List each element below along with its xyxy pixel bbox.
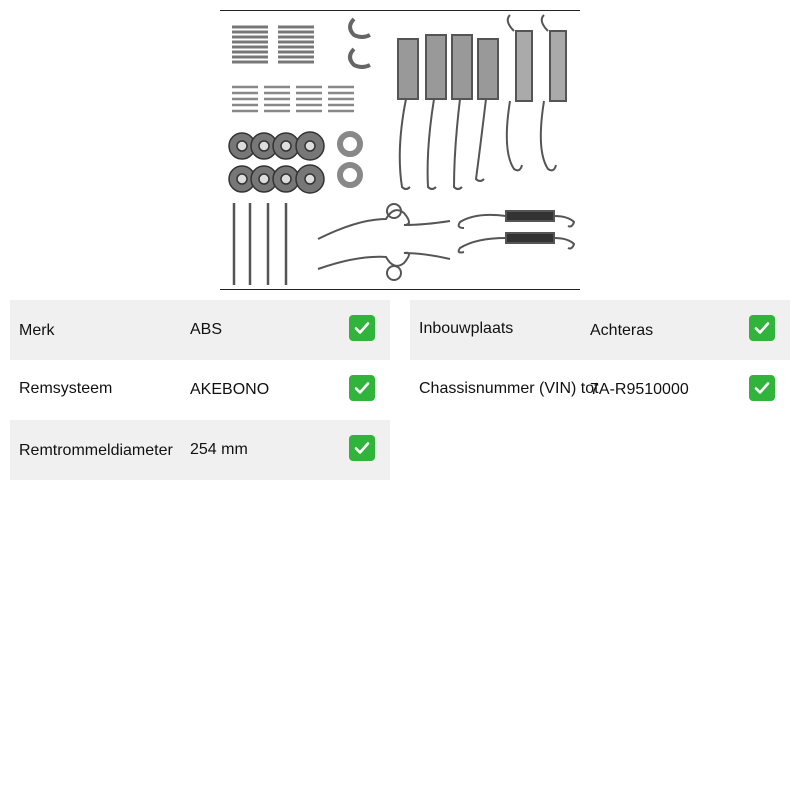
small-spring-icon — [232, 85, 354, 113]
check-mark-button-icon — [349, 435, 375, 461]
check-mark-button-icon — [749, 375, 775, 401]
spec-value: 254 mm — [190, 441, 248, 458]
spec-value: Achteras — [590, 322, 654, 339]
spec-label: Remtrommeldiameter — [19, 442, 173, 459]
spec-label: Merk — [19, 322, 55, 339]
compression-spring-icon — [232, 25, 314, 64]
spec-label: Remsysteem — [19, 380, 113, 397]
washer-icon — [337, 131, 363, 188]
check-mark-button-icon — [349, 315, 375, 341]
spring-cup-icon — [228, 131, 325, 194]
spec-label: Chassisnummer (VIN) tot — [419, 380, 599, 397]
hold-down-pin-icon — [232, 203, 288, 285]
spec-value: AKEBONO — [190, 381, 270, 398]
check-mark-button-icon — [749, 315, 775, 341]
spec-row-remtrommeldiameter: Remtrommeldiameter 254 mm — [10, 420, 390, 480]
lever-spring-icon — [317, 203, 451, 281]
small-tension-spring-icon — [457, 210, 576, 254]
spec-row-merk: Merk ABS — [10, 300, 390, 360]
product-image — [220, 10, 580, 290]
clip-icon — [348, 17, 371, 69]
spec-row-chassisnummer: Chassisnummer (VIN) tot 7A-R9510000 — [410, 360, 790, 420]
tension-spring-icon — [397, 14, 567, 190]
check-mark-button-icon — [349, 375, 375, 401]
spec-value: 7A-R9510000 — [590, 381, 689, 398]
spec-row-remsysteem: Remsysteem AKEBONO — [10, 360, 390, 420]
spec-row-inbouwplaats: Inbouwplaats Achteras — [410, 300, 790, 360]
spec-value: ABS — [190, 321, 223, 338]
spec-label: Inbouwplaats — [419, 320, 514, 337]
